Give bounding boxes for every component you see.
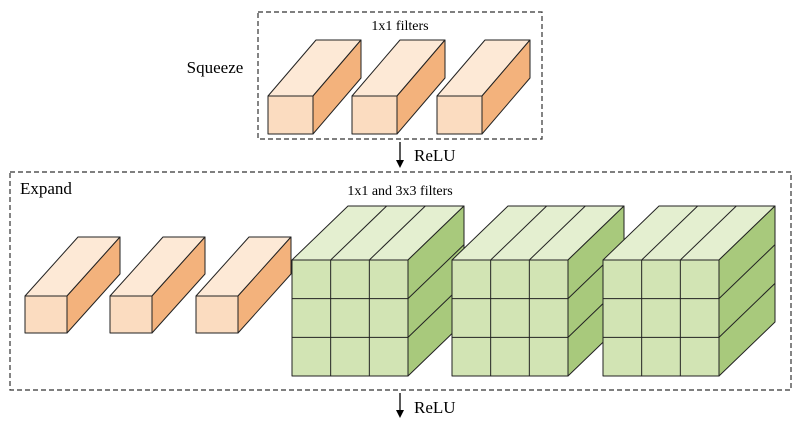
- relu-2: ReLU: [396, 393, 456, 418]
- prism-front-face: [351, 95, 398, 135]
- relu-label-1: ReLU: [414, 146, 456, 165]
- squeeze-filters: [267, 39, 531, 135]
- expand-dashed-box: [9, 171, 792, 391]
- cube-front-face: [291, 259, 409, 377]
- cube-grid-line: [679, 205, 737, 261]
- arrow-down-icon: [396, 393, 404, 418]
- squeeze-filter-1x1: [351, 39, 446, 135]
- squeeze-filter-1x1: [436, 39, 531, 135]
- relu-label-2: ReLU: [414, 398, 456, 417]
- cube-front-face: [602, 259, 720, 377]
- expand-filters-label: 1x1 and 3x3 filters: [347, 184, 452, 199]
- expand-filter-3x3: [602, 205, 776, 377]
- squeeze-filters-label: 1x1 filters: [371, 19, 428, 34]
- squeeze-filter-1x1: [267, 39, 362, 135]
- expand-filter-1x1: [24, 236, 121, 334]
- prism-front-face: [24, 295, 68, 334]
- expand-label: Expand: [20, 179, 72, 198]
- prism-front-face: [267, 95, 314, 135]
- cube-grid-line: [407, 244, 465, 300]
- squeeze-module: 1x1 filters Squeeze: [187, 11, 543, 140]
- expand-3x3-filters: [291, 205, 776, 377]
- squeeze-dashed-box: [257, 11, 543, 140]
- cube-front-face: [451, 259, 569, 377]
- expand-filter-1x1: [195, 236, 292, 334]
- prism-front-face: [195, 295, 239, 334]
- cube-grid-line: [490, 205, 548, 261]
- squeeze-label: Squeeze: [187, 58, 244, 77]
- cube-grid-line: [528, 205, 586, 261]
- expand-module: Expand 1x1 and 3x3 filters: [9, 171, 792, 391]
- expand-1x1-filters: [24, 236, 292, 334]
- cube-grid-line: [718, 282, 776, 338]
- cube-grid-line: [330, 205, 388, 261]
- prism-front-face: [109, 295, 153, 334]
- expand-filter-3x3: [451, 205, 625, 377]
- cube-grid-line: [641, 205, 699, 261]
- arrow-down-icon: [396, 142, 404, 168]
- prism-front-face: [436, 95, 483, 135]
- cube-grid-line: [368, 205, 426, 261]
- expand-filter-1x1: [109, 236, 206, 334]
- cube-grid-line: [718, 244, 776, 300]
- expand-filter-3x3: [291, 205, 465, 377]
- relu-1: ReLU: [396, 142, 456, 168]
